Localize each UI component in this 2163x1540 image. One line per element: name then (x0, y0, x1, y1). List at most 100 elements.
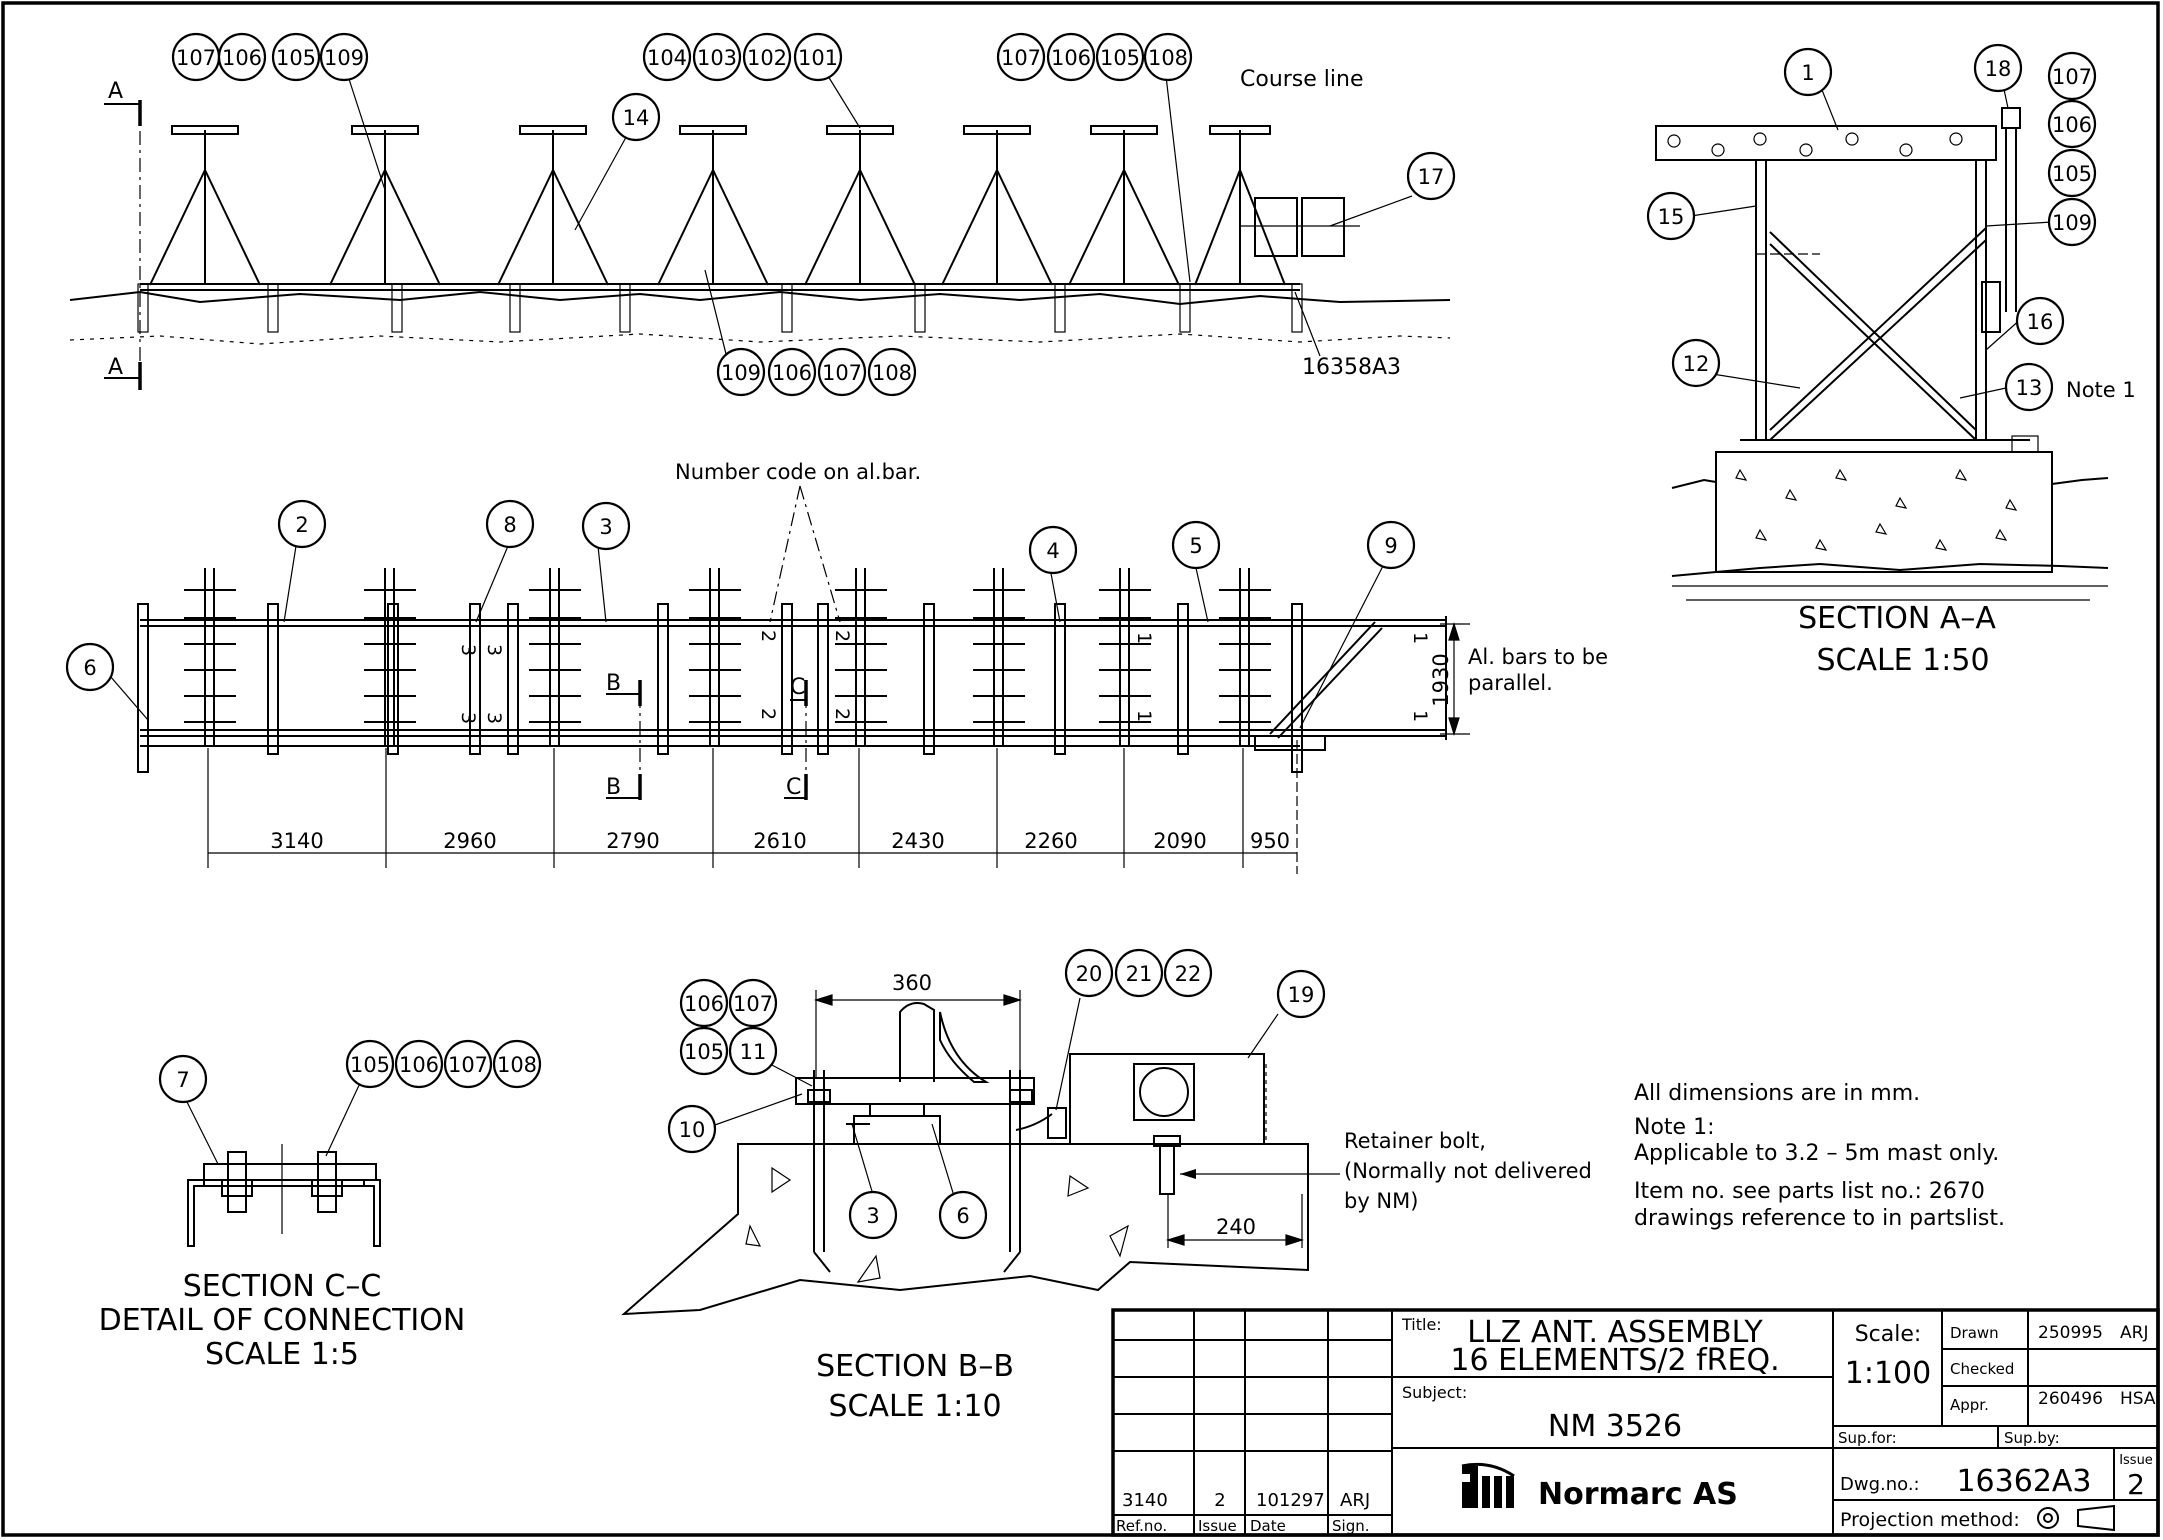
svg-text:16: 16 (2027, 310, 2054, 334)
svg-text:2: 2 (757, 708, 779, 720)
balloon-106a: 106 (217, 32, 267, 82)
svg-text:1: 1 (1409, 632, 1431, 644)
svg-text:22: 22 (1175, 962, 1202, 986)
ground-hatch-line (69, 333, 1451, 345)
appr-sign: HSA (2120, 1389, 2156, 1409)
balloon-106f: 106 (679, 978, 729, 1028)
parallel-note-line2: parallel. (1468, 671, 1553, 695)
section-a-label-top: A (108, 79, 123, 104)
svg-text:104: 104 (647, 46, 687, 70)
balloon-10: 10 (667, 1104, 717, 1154)
svg-text:2790: 2790 (606, 829, 659, 853)
svg-text:8: 8 (503, 513, 516, 537)
svg-text:1: 1 (1409, 710, 1431, 722)
balloon-105b: 105 (1095, 32, 1145, 82)
svg-text:106: 106 (772, 361, 812, 385)
svg-text:3140: 3140 (270, 829, 323, 853)
balloon-22: 22 (1163, 948, 1213, 998)
dwg-no-value: 16362A3 (1956, 1464, 2091, 1499)
balloon-13: 13 (2004, 362, 2054, 412)
subject-label: Subject: (1402, 1383, 1467, 1402)
balloon-107f: 107 (728, 978, 778, 1028)
parallel-note-line1: Al. bars to be (1468, 645, 1608, 669)
mast-6 (941, 125, 1053, 286)
note-dimensions: All dimensions are in mm. (1634, 1081, 1920, 1106)
svg-text:105: 105 (2052, 162, 2092, 186)
section-aa-view: 1 18 107 106 105 109 15 16 12 13 Note 1 … (1646, 43, 2136, 678)
sup-by-label: Sup.by: (2004, 1429, 2060, 1447)
svg-text:107: 107 (2052, 65, 2092, 89)
element-4 (689, 568, 741, 745)
cc-leaders (183, 1065, 369, 1165)
element-6 (973, 568, 1025, 745)
mast-1 (149, 125, 261, 286)
rev-header-date: Date (1250, 1517, 1286, 1535)
bb-leaders (711, 997, 1279, 1199)
projection-symbol-icon (2037, 1504, 2115, 1532)
svg-text:15: 15 (1658, 205, 1685, 229)
cc-section-title: SECTION C–C (183, 1269, 382, 1304)
balloon-20: 20 (1064, 948, 1114, 998)
svg-text:1: 1 (1133, 710, 1155, 722)
rev-date: 101297 (1256, 1490, 1325, 1511)
balloon-15: 15 (1646, 191, 1696, 241)
svg-text:17: 17 (1418, 165, 1445, 189)
svg-text:2430: 2430 (891, 829, 944, 853)
mast-4 (657, 125, 769, 286)
appr-date: 260496 (2038, 1389, 2103, 1409)
mast-3 (497, 125, 609, 286)
note-item-line2: drawings reference to in partslist. (1634, 1206, 2005, 1231)
svg-text:101: 101 (798, 46, 838, 70)
aa-note-label: Note 1 (2066, 378, 2136, 402)
course-line-label: Course line (1240, 67, 1364, 92)
svg-text:107: 107 (822, 361, 862, 385)
elevation-leaders (347, 75, 1413, 357)
bb-section-title: SECTION B–B (816, 1349, 1014, 1384)
note1-text: Applicable to 3.2 – 5m mast only. (1634, 1141, 1999, 1166)
element-2 (364, 568, 416, 745)
drawing-title-line2: 16 ELEMENTS/2 fREQ. (1450, 1343, 1779, 1378)
svg-text:105: 105 (276, 46, 316, 70)
foundation-posts (137, 283, 1303, 333)
svg-text:2090: 2090 (1153, 829, 1206, 853)
bb-concrete (621, 1143, 1309, 1316)
width-dimension-label: 1930 (1429, 653, 1453, 706)
balloon-108b: 108 (867, 347, 917, 397)
svg-text:105: 105 (350, 1053, 390, 1077)
svg-text:18: 18 (1985, 57, 2012, 81)
svg-text:11: 11 (740, 1040, 767, 1064)
elevation-view: A A Course line 16358A3 107 106 105 109 … (69, 32, 1456, 397)
mast-2 (329, 125, 441, 286)
svg-text:19: 19 (1288, 983, 1315, 1007)
aa-frame (1755, 107, 2021, 441)
svg-text:106: 106 (222, 46, 262, 70)
balloon-105e: 105 (345, 1039, 395, 1089)
balloon-103: 103 (692, 32, 742, 82)
dwg-no-label: Dwg.no.: (1840, 1474, 1920, 1495)
aa-section-scale: SCALE 1:50 (1816, 643, 1989, 678)
balloon-8: 8 (485, 499, 535, 549)
width-dimension (1440, 621, 1470, 737)
issue-label: Issue (2119, 1453, 2153, 1468)
sup-for-label: Sup.for: (1838, 1429, 1897, 1447)
svg-text:107: 107 (448, 1053, 488, 1077)
aa-section-title: SECTION A–A (1798, 601, 1996, 636)
svg-text:3: 3 (483, 712, 505, 724)
svg-text:2: 2 (831, 708, 853, 720)
rev-ref-no: 3140 (1122, 1490, 1168, 1511)
svg-text:2: 2 (757, 630, 779, 642)
issue-value: 2 (2127, 1468, 2145, 1501)
balloon-106b: 106 (1046, 32, 1096, 82)
element-7 (1099, 568, 1151, 745)
aa-concrete-marks (1735, 468, 2018, 551)
svg-text:1: 1 (1801, 61, 1814, 85)
ref-drawing-label: 16358A3 (1302, 355, 1401, 380)
bb-dim-top: 360 (892, 971, 932, 995)
drawing-title-line1: LLZ ANT. ASSEMBLY (1467, 1315, 1763, 1350)
balloon-7: 7 (158, 1054, 208, 1104)
aa-top-bar (1655, 125, 1997, 161)
drawn-date: 250995 (2038, 1323, 2103, 1343)
plan-monitor-plate (1254, 735, 1326, 751)
section-c-label-bottom: C (786, 775, 801, 800)
svg-text:106: 106 (684, 992, 724, 1016)
